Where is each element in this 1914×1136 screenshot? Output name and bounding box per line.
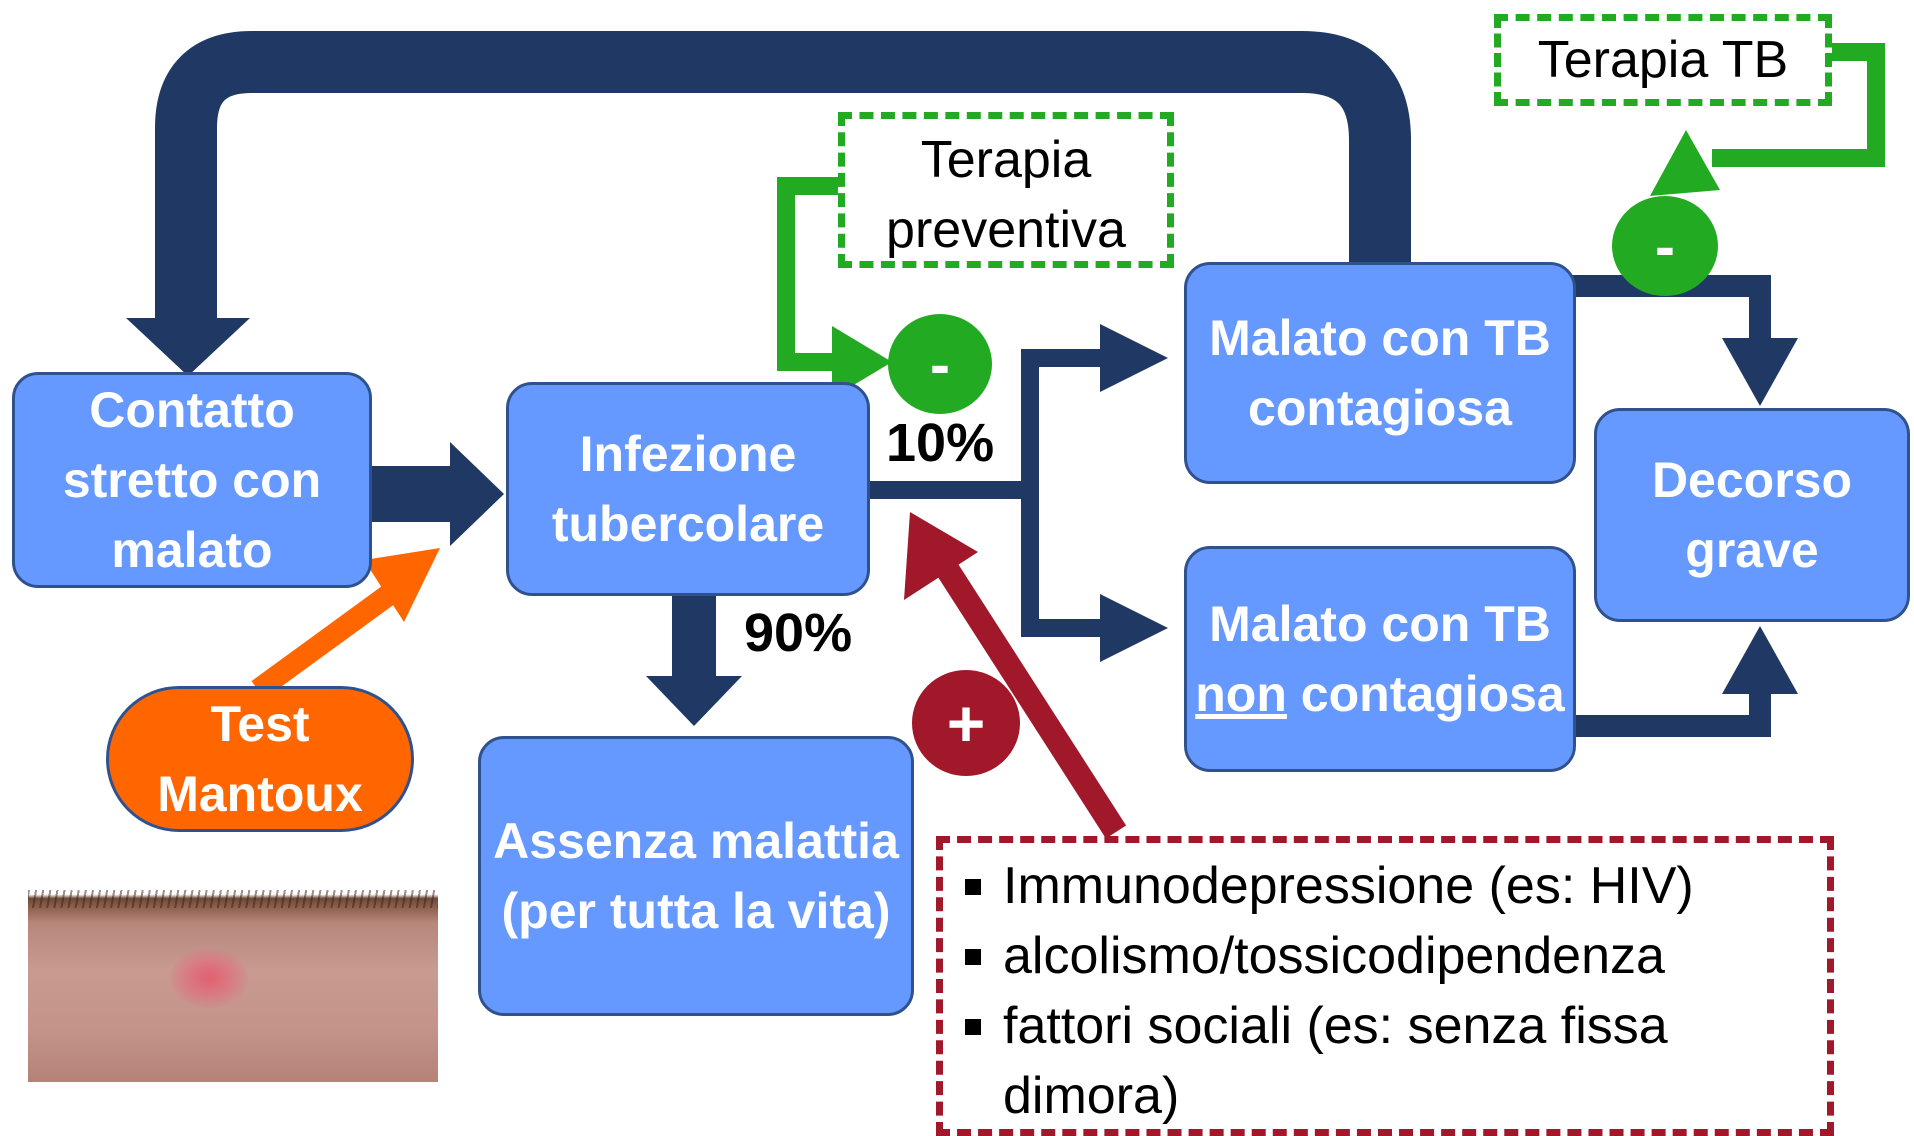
node-test-mantoux: Test Mantoux xyxy=(106,686,414,832)
preventiva-arrow-head xyxy=(832,326,892,398)
contatto-infezione-arrow-head xyxy=(450,442,504,546)
terapia-tb-label: Terapia TB xyxy=(1537,31,1789,89)
node-contatto-line: stretto con xyxy=(62,452,322,508)
terapia-tb-connector xyxy=(1712,43,1885,167)
preventiva-connector xyxy=(777,177,842,371)
minus-sign: - xyxy=(1655,212,1675,280)
arm-hair xyxy=(28,890,438,908)
mantoux-arrow-head xyxy=(364,548,440,622)
contagiosa-decorso-arrow-head xyxy=(1722,338,1798,406)
mantoux-skin-photo xyxy=(28,878,438,1082)
loop-arrow-shaft xyxy=(155,31,1411,322)
mantoux-arrow-shaft xyxy=(251,579,405,699)
node-malato-non-line: contagiosa xyxy=(1300,666,1565,722)
node-contatto-line: malato xyxy=(111,522,273,578)
node-decorso-line: grave xyxy=(1685,522,1819,578)
terapia-preventiva-box: Terapia preventiva xyxy=(838,112,1174,268)
risk-factors-list: Immunodepressione (es: HIV) alcolismo/to… xyxy=(943,851,1817,1131)
node-assenza-line: Assenza xyxy=(493,813,696,869)
node-malato-contagiosa-line: contagiosa xyxy=(1248,380,1512,436)
terapia-preventiva-line: Terapia xyxy=(920,131,1092,189)
node-assenza-line: (per tutta la xyxy=(501,883,774,939)
node-contatto: Contatto stretto con malato xyxy=(12,372,372,588)
terapia-tb-box: Terapia TB xyxy=(1494,14,1832,106)
node-assenza-line: vita) xyxy=(787,883,891,939)
to-contagiosa-arrow-head xyxy=(1100,324,1168,392)
node-malato-contagiosa: Malato con TB contagiosa xyxy=(1184,262,1576,484)
node-decorso-line: Decorso xyxy=(1651,452,1853,508)
risk-factors-box: Immunodepressione (es: HIV) alcolismo/to… xyxy=(936,836,1834,1136)
risk-arrow-shaft xyxy=(929,551,1127,839)
node-assenza-line: malattia xyxy=(709,813,899,869)
node-decorso: Decorso grave xyxy=(1594,408,1910,622)
minus-circle-terapia-tb: - xyxy=(1612,196,1718,296)
node-infezione: Infezione tubercolare xyxy=(506,382,870,596)
plus-sign: + xyxy=(946,686,986,760)
skin-reaction-spot xyxy=(170,948,248,1008)
risk-factor-item: fattori sociali (es: senza fissa dimora) xyxy=(943,991,1817,1131)
node-malato-non-line: TB non xyxy=(1195,596,1551,722)
percent-ten: 10% xyxy=(886,413,995,473)
infezione-assenza-arrow-head xyxy=(646,676,742,726)
node-malato-non-line: Malato con xyxy=(1209,596,1471,652)
non-underlined-word: non xyxy=(1195,666,1287,722)
terapia-tb-arrow-head xyxy=(1650,130,1720,196)
to-non-contagiosa-arrow-head xyxy=(1100,594,1168,662)
node-assenza: Assenza malattia (per tutta la vita) xyxy=(478,736,914,1016)
node-contatto-line: Contatto xyxy=(89,382,295,438)
terapia-preventiva-line: preventiva xyxy=(886,201,1126,259)
loop-arrow-head xyxy=(126,318,250,376)
branch-connector xyxy=(864,349,1110,637)
noncontagiosa-decorso-connector xyxy=(1572,680,1771,737)
risk-arrow-head xyxy=(904,512,978,600)
risk-factor-item: Immunodepressione (es: HIV) xyxy=(943,851,1817,921)
percent-ninety: 90% xyxy=(744,603,853,663)
node-infezione-line: tubercolare xyxy=(551,496,825,552)
node-infezione-line: Infezione xyxy=(579,426,797,482)
risk-factor-item: alcolismo/tossicodipendenza xyxy=(943,921,1817,991)
node-malato-contagiosa-line: TB xyxy=(1484,310,1551,366)
minus-sign: - xyxy=(930,330,950,398)
infezione-assenza-arrow-shaft xyxy=(672,596,716,680)
plus-circle-risk: + xyxy=(912,670,1020,776)
node-mantoux-line: Mantoux xyxy=(157,766,363,822)
tb-word: TB xyxy=(1484,596,1551,652)
minus-circle-preventiva: - xyxy=(888,314,992,414)
noncontagiosa-decorso-arrow-head xyxy=(1722,626,1798,694)
node-malato-contagiosa-line: Malato con xyxy=(1209,310,1471,366)
node-mantoux-line: Test xyxy=(210,696,310,752)
node-malato-non-contagiosa: Malato con TB non contagiosa xyxy=(1184,546,1576,772)
contatto-infezione-arrow-shaft xyxy=(372,466,452,522)
